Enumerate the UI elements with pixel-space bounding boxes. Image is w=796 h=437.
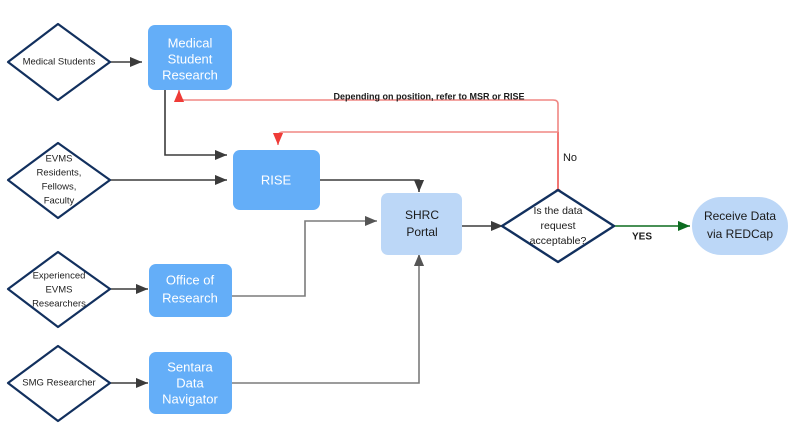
shrc-portal-label-1: SHRC (405, 208, 439, 222)
rise-label: RISE (261, 172, 292, 187)
sentara-data-navigator-box (149, 352, 232, 414)
medical-students-label: Medical Students (23, 57, 96, 68)
evms-residents-label-3: Fellows, (42, 182, 77, 193)
node-office-of-research[interactable]: Office of Research (149, 264, 232, 317)
medical-student-research-box (148, 25, 232, 90)
decision-acceptable-label-1: Is the data (533, 205, 582, 217)
node-rise[interactable]: RISE (233, 150, 320, 210)
edge-no-to-msr (173, 89, 559, 132)
shrc-portal-label-2: Portal (406, 225, 437, 239)
edge-label-no: No (563, 152, 577, 164)
node-medical-students[interactable]: Medical Students (6, 22, 112, 102)
edge-msr-to-rise (164, 90, 228, 161)
node-experienced-researchers[interactable]: Experienced EVMS Researchers (6, 250, 112, 329)
evms-residents-label-1: EVMS (46, 154, 73, 165)
rise-box (233, 150, 320, 210)
medical-student-research-label-3: Research (162, 67, 218, 82)
sentara-data-navigator-label-3: Navigator (162, 391, 218, 406)
receive-data-label-1: Receive Data (704, 209, 776, 223)
office-of-research-box (149, 264, 232, 317)
node-decision-acceptable[interactable]: Is the data request acceptable? (500, 188, 616, 264)
node-evms-residents[interactable]: EVMS Residents, Fellows, Faculty (6, 141, 112, 220)
edge-rise-to-shrc (320, 179, 425, 193)
medical-student-research-label-1: Medical (168, 35, 213, 50)
receive-data-label-2: via REDCap (707, 227, 773, 241)
experienced-researchers-diamond (6, 250, 112, 329)
evms-residents-label-4: Faculty (44, 196, 75, 207)
shrc-portal-box (381, 193, 462, 255)
medical-student-research-label-2: Student (168, 51, 213, 66)
smg-researcher-diamond (6, 344, 112, 423)
decision-acceptable-label-2: request (540, 220, 575, 232)
experienced-researchers-label-1: Experienced (33, 271, 86, 282)
node-sentara-data-navigator[interactable]: Sentara Data Navigator (149, 352, 232, 414)
office-of-research-label-1: Office of (166, 272, 215, 287)
receive-data-shape (692, 197, 788, 255)
decision-acceptable-diamond (500, 188, 616, 264)
node-medical-student-research[interactable]: Medical Student Research (148, 25, 232, 90)
experienced-researchers-label-2: EVMS (46, 285, 73, 296)
office-of-research-label-2: Research (162, 290, 218, 305)
node-shrc-portal[interactable]: SHRC Portal (381, 193, 462, 255)
edge-label-yes: YES (632, 232, 652, 243)
node-smg-researcher[interactable]: SMG Researcher (6, 344, 112, 423)
node-receive-data[interactable]: Receive Data via REDCap (692, 197, 788, 255)
edge-no-to-rise (272, 131, 558, 146)
sentara-data-navigator-label-1: Sentara (167, 359, 213, 374)
decision-acceptable-label-3: acceptable? (530, 235, 587, 247)
medical-students-diamond (6, 22, 112, 102)
edge-label-referral: Depending on position, refer to MSR or R… (333, 91, 524, 101)
experienced-researchers-label-3: Researchers (32, 299, 86, 310)
smg-researcher-label: SMG Researcher (22, 378, 95, 389)
sentara-data-navigator-label-2: Data (176, 375, 204, 390)
edge-office-to-shrc (232, 215, 378, 297)
evms-residents-label-2: Residents, (37, 168, 82, 179)
evms-residents-diamond (6, 141, 112, 220)
edge-sentara-to-shrc (232, 253, 425, 384)
